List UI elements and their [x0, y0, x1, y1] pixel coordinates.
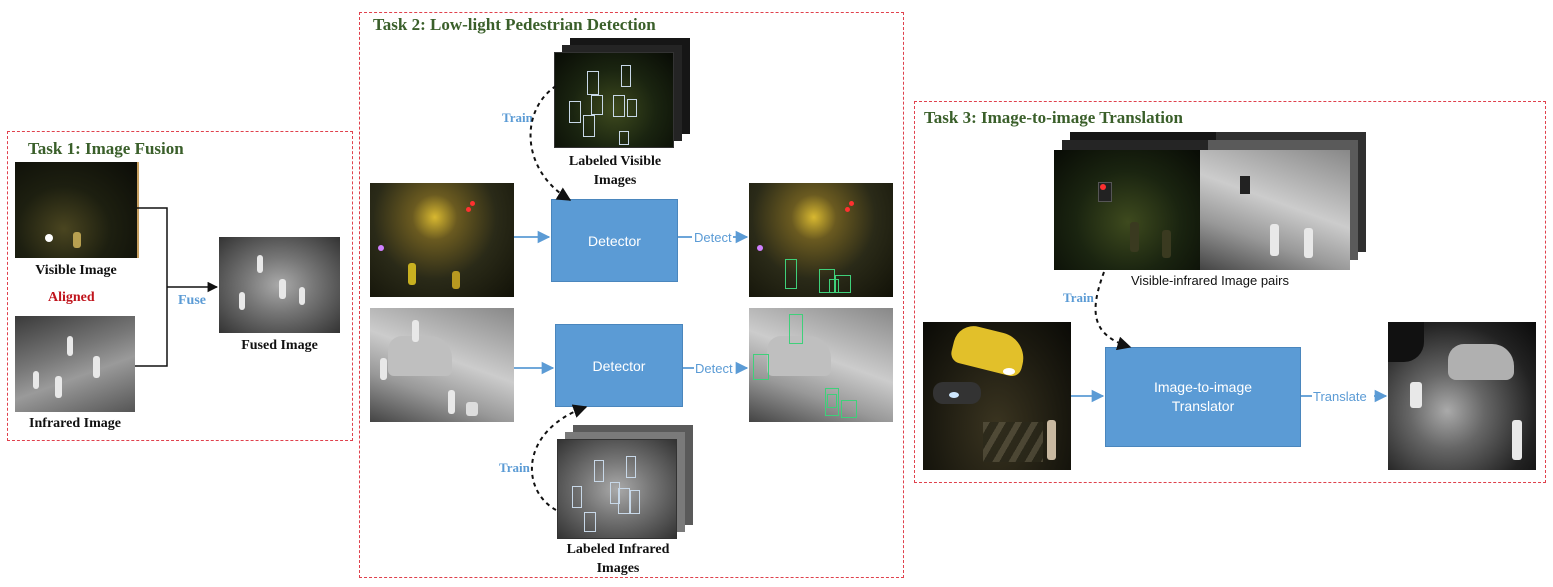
task3-title: Task 3: Image-to-image Translation	[924, 108, 1183, 127]
labeled-infrared-caption-line2: Images	[596, 561, 640, 576]
detection-box	[827, 394, 837, 408]
translate-label: Translate	[1313, 389, 1367, 404]
translation-input-image	[923, 322, 1071, 470]
input-infrared-image	[370, 308, 514, 422]
infrared-image	[15, 316, 135, 412]
detection-box	[829, 279, 839, 293]
labeled-visible-caption-line2: Images	[593, 173, 637, 188]
labeled-infrared-caption-line1: Labeled Infrared	[566, 542, 670, 557]
train-label-bottom: Train	[499, 460, 530, 475]
detector-box-bottom: Detector	[555, 324, 683, 407]
labeled-visible-caption-line1: Labeled Visible	[568, 154, 662, 169]
detection-box	[753, 354, 769, 380]
output-infrared-image	[749, 308, 893, 422]
translator-line2: Translator	[1171, 398, 1235, 414]
labeled-visible-image	[554, 52, 674, 148]
train-curve-bottom	[530, 404, 588, 511]
translator-line1: Image-to-image	[1153, 379, 1253, 395]
fused-image-caption: Fused Image	[241, 338, 318, 353]
train-label-task3: Train	[1063, 290, 1094, 305]
fused-image	[219, 237, 340, 333]
input-visible-image	[370, 183, 514, 297]
detection-box	[841, 400, 857, 418]
detection-box	[825, 388, 839, 416]
detect-label-top: Detect	[694, 230, 732, 245]
infrared-image-caption: Infrared Image	[29, 416, 121, 431]
translator-box: Image-to-image Translator	[1105, 347, 1301, 447]
detection-box	[819, 269, 835, 293]
pair-visible-image	[1054, 150, 1202, 270]
visible-image-caption: Visible Image	[35, 263, 117, 278]
task2-title: Task 2: Low-light Pedestrian Detection	[373, 15, 656, 34]
pairs-caption: Visible-infrared Image pairs	[1131, 273, 1289, 288]
fuse-bracket	[135, 207, 219, 367]
aligned-label: Aligned	[48, 290, 95, 305]
task3-panel	[914, 101, 1546, 483]
train-label-top: Train	[502, 110, 533, 125]
output-visible-image	[749, 183, 893, 297]
train-curve-top	[529, 85, 572, 201]
task2-panel	[359, 12, 904, 578]
pair-infrared-image	[1200, 150, 1350, 270]
detection-box	[785, 259, 797, 289]
labeled-infrared-image	[557, 439, 677, 539]
detection-box	[835, 275, 851, 293]
detection-box	[789, 314, 803, 344]
task1-panel	[7, 131, 353, 441]
train-curve-task3	[1094, 271, 1132, 351]
translation-output-image	[1388, 322, 1536, 470]
fuse-label: Fuse	[178, 293, 206, 308]
visible-image	[15, 162, 139, 258]
detector-box-top: Detector	[551, 199, 678, 282]
task1-title: Task 1: Image Fusion	[28, 139, 184, 158]
detect-label-bottom: Detect	[695, 361, 733, 376]
